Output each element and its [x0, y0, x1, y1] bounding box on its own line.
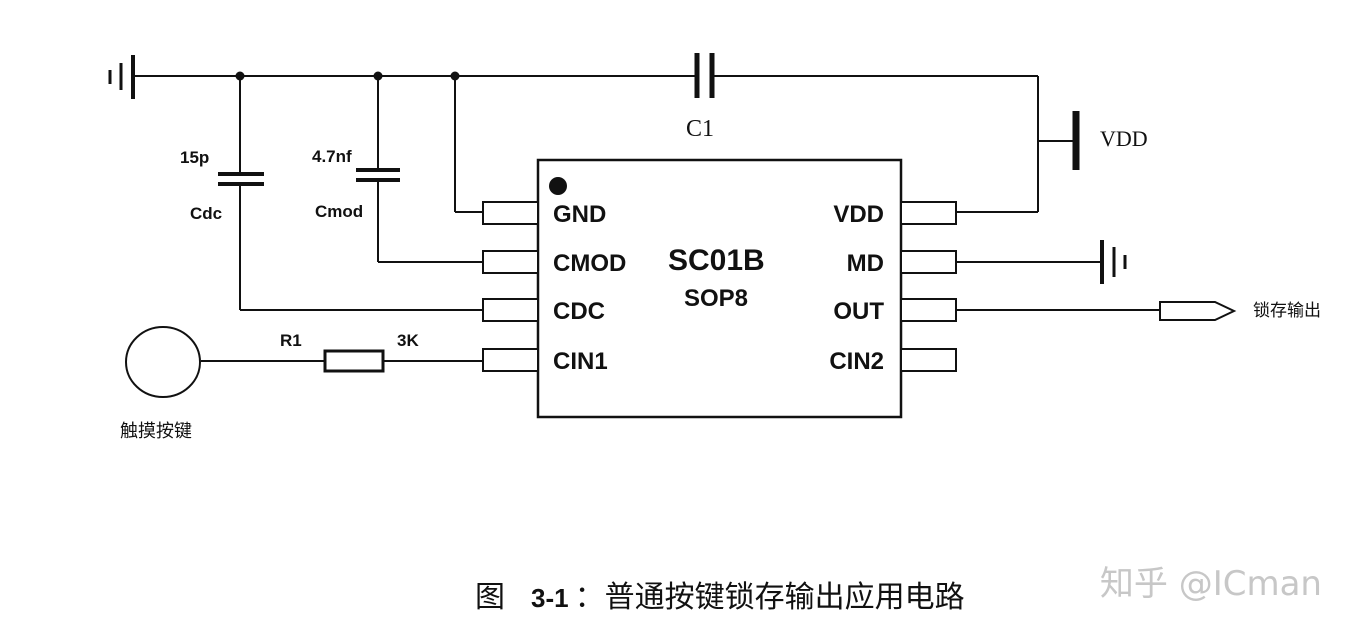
figure-caption: 图 3-1：普通按键锁存输出应用电路 [475, 572, 965, 616]
cdc-value-label: 15p [180, 148, 209, 167]
ground-symbol-top [108, 55, 135, 99]
chip-name: SC01B [668, 244, 765, 277]
vdd-rail-label: VDD [1100, 126, 1148, 151]
output-connector-arrow [1159, 301, 1237, 321]
pin-label-vdd: VDD [833, 201, 884, 228]
pin-label-gnd: GND [553, 201, 606, 228]
pin-stub-md [900, 250, 957, 274]
pin-stub-cdc [482, 298, 539, 322]
pin-label-out: OUT [833, 298, 884, 325]
top-rail-wire [133, 75, 1075, 212]
caption-text: ：普通按键锁存输出应用电路 [574, 581, 965, 614]
gnd-wire [454, 76, 483, 213]
cmod-name-label: Cmod [315, 202, 363, 221]
watermark: 知乎 @ICman [1099, 564, 1322, 604]
pin-label-md: MD [847, 250, 884, 277]
md-ground-wire [956, 240, 1127, 284]
r1-name-label: R1 [280, 331, 302, 350]
cmod-value-label: 4.7nf [312, 147, 352, 166]
capacitor-c1 [694, 53, 715, 98]
pin-stub-cmod [482, 250, 539, 274]
pin-stub-cin2 [900, 348, 957, 372]
pin-stub-gnd [482, 201, 539, 225]
c1-label: C1 [686, 116, 714, 142]
caption-number: 3-1 [531, 583, 569, 613]
caption-prefix: 图 [475, 581, 505, 614]
out-wire [956, 301, 1237, 321]
pin-stub-out [900, 298, 957, 322]
pin1-marker-dot [549, 177, 567, 195]
pin-stub-cin1 [482, 348, 539, 372]
resistor-r1 [323, 349, 385, 373]
cdc-name-label: Cdc [190, 204, 222, 223]
chip-package: SOP8 [684, 285, 748, 312]
capacitor-cdc [218, 76, 483, 311]
r1-value-label: 3K [397, 331, 419, 350]
cin1-wire [201, 349, 483, 373]
chip-body [536, 158, 903, 419]
pin-label-cin2: CIN2 [829, 348, 884, 375]
touch-key-label: 触摸按键 [120, 421, 192, 441]
capacitor-cmod [356, 76, 483, 263]
right-pins [900, 201, 957, 372]
pin-label-cin1: CIN1 [553, 348, 608, 375]
touch-pad [125, 326, 201, 398]
pin-label-cmod: CMOD [553, 250, 626, 277]
pin-stub-vdd [900, 201, 957, 225]
pin-label-cdc: CDC [553, 298, 605, 325]
left-pins [482, 201, 539, 372]
latch-output-label: 锁存输出 [1253, 301, 1321, 320]
